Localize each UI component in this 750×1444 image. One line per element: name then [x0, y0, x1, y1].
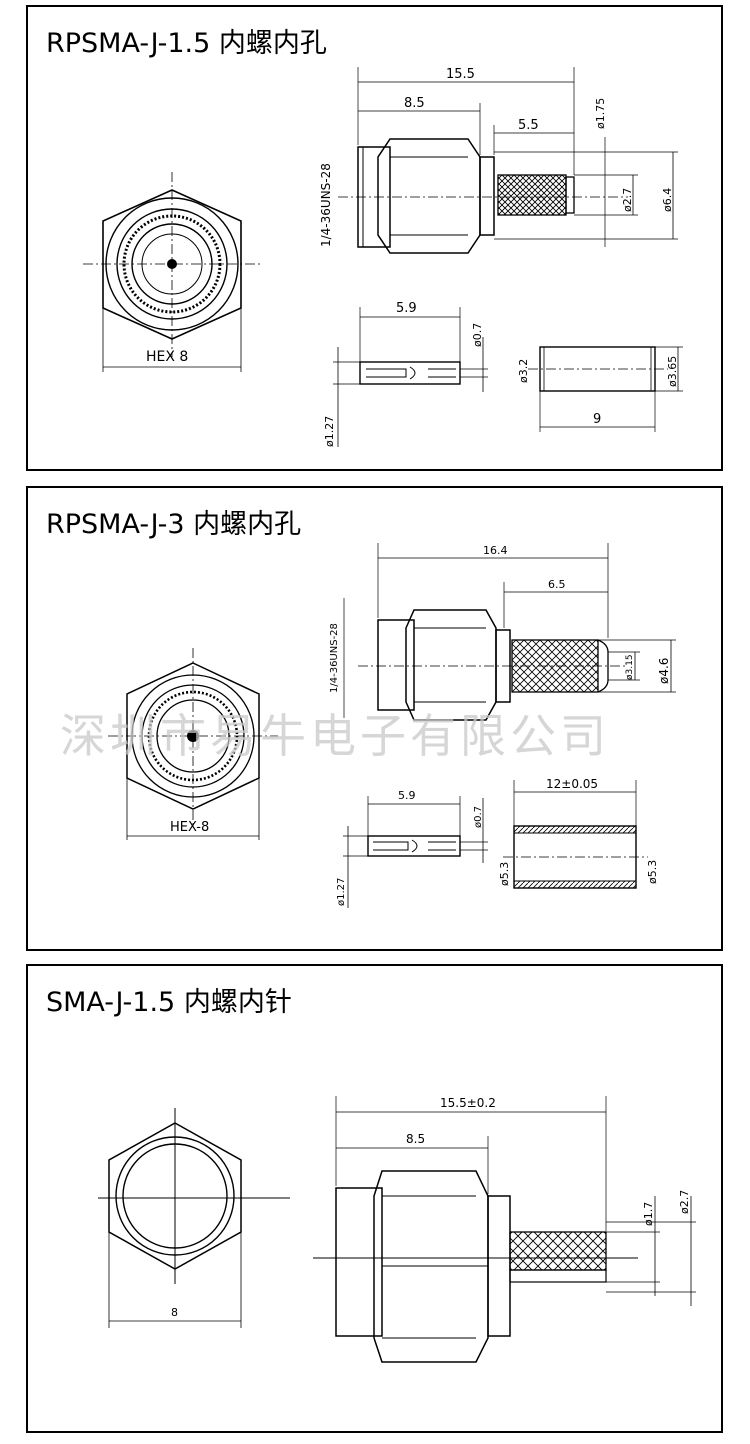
dim-ferrule-d2: ø5.3 [646, 860, 659, 884]
panel-rpsma-j-3: RPSMA-J-3 内螺内孔 HEX-8 [26, 486, 723, 951]
dim-overall: 16.4 [483, 544, 508, 557]
dim-body: 8.5 [406, 1132, 425, 1146]
side-view: 16.4 6.5 1/4-36UNS-28 ø3.15 ø4.6 [329, 543, 676, 721]
hex-label: 8 [171, 1306, 178, 1319]
dim-ferrule-d1: ø5.3 [498, 862, 511, 886]
dim-thread: 1/4-36UNS-28 [329, 623, 340, 693]
ferrule: 9 ø3.2 ø3.65 [517, 346, 683, 432]
dim-overall: 15.5±0.2 [440, 1096, 496, 1110]
contact-pin: 5.9 ø1.27 ø0.7 [336, 789, 488, 908]
dim-contact-d2: ø1.27 [323, 416, 336, 447]
dim-contact-d: ø0.7 [471, 323, 484, 347]
watermark: 深圳市易牛电子有限公司 [60, 709, 610, 763]
front-view: HEX 8 [83, 172, 263, 372]
drawing-rpsma-j-1-5: HEX 8 15.5 8.5 5.5 1/4-36UNS-28 [83, 67, 683, 447]
dim-d-pin: ø1.75 [594, 98, 607, 129]
dim-ferrule-d1: ø3.2 [517, 359, 530, 383]
panel-rpsma-j-1-5: RPSMA-J-1.5 内螺内孔 HEX 8 [26, 5, 723, 471]
side-view: 15.5 8.5 5.5 1/4-36UNS-28 ø1.75 ø2.7 ø6.… [319, 67, 678, 254]
panel-title: RPSMA-J-1.5 内螺内孔 [46, 28, 327, 59]
dim-contact-len: 5.9 [396, 301, 417, 316]
dim-thread: 1/4-36UNS-28 [319, 163, 333, 247]
dim-ferrule-d2: ø3.65 [666, 356, 679, 387]
dim-body: 8.5 [404, 96, 425, 111]
contact-pin: 5.9 ø1.27 ø0.7 [323, 301, 488, 447]
hex-label: HEX 8 [146, 349, 188, 365]
panel-title: RPSMA-J-3 内螺内孔 [46, 509, 302, 540]
dim-ferrule-len: 12±0.05 [546, 777, 598, 791]
side-view: 15.5±0.2 8.5 ø1.7 ø2.7 [313, 1096, 696, 1363]
dim-contact-d2: ø1.27 [336, 878, 347, 906]
dim-contact-d: ø0.7 [473, 806, 484, 828]
dim-overall: 15.5 [446, 67, 475, 82]
ferrule: 12±0.05 ø5.3 ø5.3 [498, 777, 659, 889]
drawing-rpsma-j-3: HEX-8 16.4 6.5 1/4-36UNS-28 ø3.15 [108, 543, 676, 908]
dim-ferrule-len: 9 [593, 412, 601, 427]
panel-title: SMA-J-1.5 内螺内针 [46, 987, 292, 1018]
dim-d-inner: ø3.15 [625, 654, 635, 680]
drawing-sma-j-1-5: 8 15.5±0.2 8.5 ø1.7 ø [98, 1096, 696, 1363]
hex-label: HEX-8 [170, 820, 209, 835]
dim-d-inner: ø2.7 [678, 1190, 691, 1214]
front-view: 8 [98, 1108, 290, 1328]
dim-d-pin: ø1.7 [642, 1202, 655, 1226]
dim-contact-len: 5.9 [398, 789, 416, 802]
dim-d-outer: ø6.4 [661, 188, 674, 212]
dim-d-inner: ø2.7 [621, 188, 634, 212]
dim-crimp: 6.5 [548, 578, 566, 591]
dim-d-outer: ø4.6 [657, 658, 671, 684]
panel-sma-j-1-5: SMA-J-1.5 内螺内针 8 [26, 964, 723, 1433]
dim-crimp: 5.5 [518, 118, 539, 133]
front-view: HEX-8 [108, 648, 278, 840]
